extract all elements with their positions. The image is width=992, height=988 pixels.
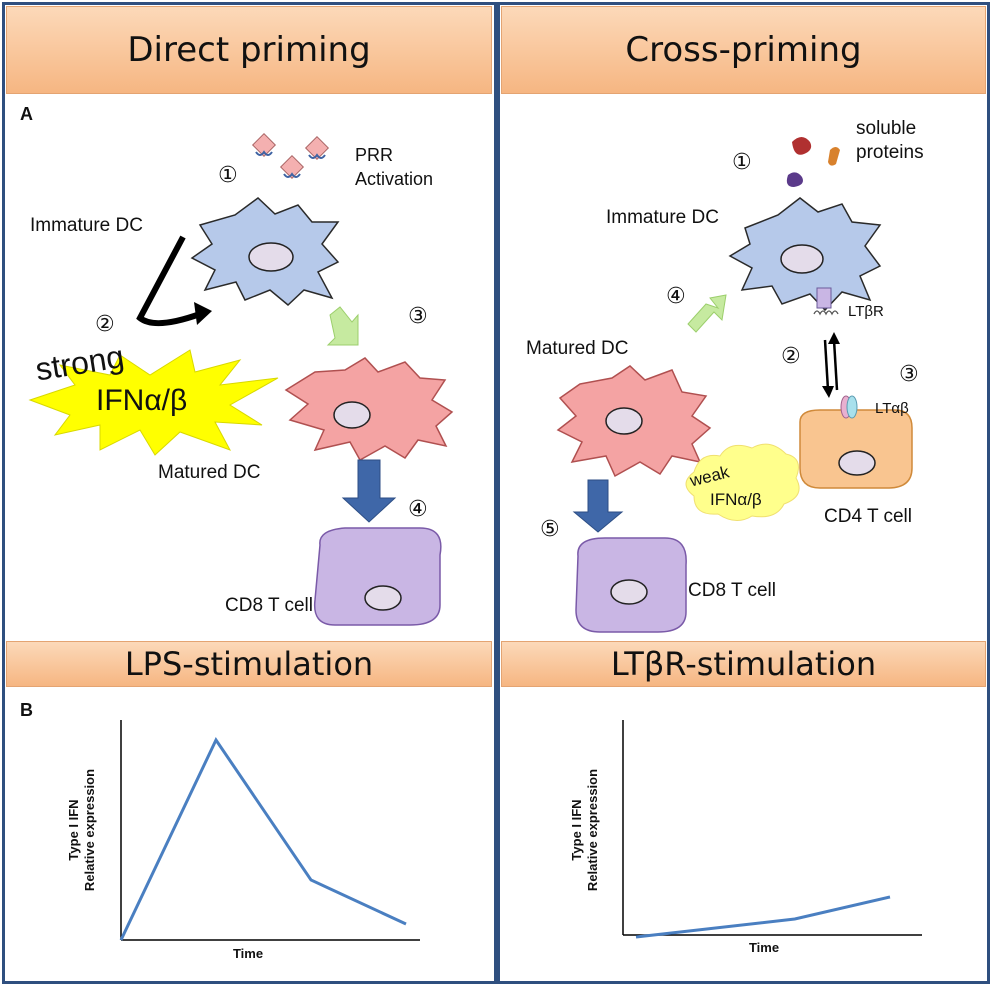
maturation-arrow	[326, 306, 359, 346]
step-1-marker: ①	[218, 163, 238, 188]
cd4-t-cell-label: CD4 T cell	[824, 506, 912, 527]
ifn-weak-label: IFNα/β	[710, 490, 762, 509]
step-2-marker: ②	[95, 312, 115, 337]
prr-activation-label: PRR Activation	[355, 145, 434, 190]
x-axis-label: Time	[749, 940, 779, 955]
matured-dc-label: Matured DC	[158, 462, 261, 483]
matured-dc-label: Matured DC	[526, 338, 629, 359]
lps-stimulation-header: LPS-stimulation	[6, 641, 492, 687]
ifn-cloud-weak	[685, 443, 800, 521]
y-axis-label-line1: Type I IFN	[569, 799, 584, 860]
ifn-burst-strong	[28, 349, 279, 456]
ltbr-stimulation-title: LTβR-stimulation	[610, 645, 877, 683]
step-3-marker: ③	[408, 304, 428, 329]
ltbr-label: LTβR	[848, 303, 884, 320]
ltab-label: LTαβ	[875, 400, 909, 417]
panel-letter-b: B	[20, 700, 33, 720]
step-2-marker: ②	[781, 344, 801, 369]
ifn-strong-label: IFNα/β	[96, 384, 188, 417]
direct-priming-panel	[2, 2, 497, 984]
y-axis-label-line1: Type I IFN	[66, 799, 81, 860]
panel-letter-a: A	[20, 104, 33, 124]
ltab-ligand	[840, 395, 858, 419]
prr-ligand-icons	[251, 132, 330, 180]
maturation-arrow	[687, 294, 727, 333]
soluble-proteins-label: soluble proteins	[856, 118, 924, 163]
ltbr-receptor	[813, 287, 839, 316]
cross-priming-title: Cross-priming	[625, 30, 862, 70]
lps-stimulation-title: LPS-stimulation	[124, 645, 374, 683]
x-axis-label: Time	[233, 946, 263, 961]
y-axis-label-line2: Relative expression	[82, 769, 97, 891]
step-3-marker: ③	[899, 362, 919, 387]
autocrine-arrow	[136, 235, 212, 327]
cd8-t-cell	[313, 527, 442, 626]
cd8-t-cell	[575, 537, 687, 633]
cd4-t-cell	[799, 409, 913, 489]
cross-priming-header: Cross-priming	[501, 6, 986, 94]
priming-arrow	[572, 479, 624, 533]
step-5-marker: ⑤	[540, 517, 560, 542]
matured-dc-cell	[556, 365, 712, 478]
cd8-t-cell-label: CD8 T cell	[225, 595, 313, 616]
immature-dc-cell	[728, 197, 882, 312]
immature-dc-label: Immature DC	[606, 207, 719, 228]
step-4-marker: ④	[408, 497, 428, 522]
step-1-marker: ①	[732, 150, 752, 175]
series-line	[119, 736, 407, 941]
interaction-arrows	[822, 332, 840, 398]
immature-dc-label: Immature DC	[30, 215, 143, 236]
cross-priming-panel	[497, 2, 990, 984]
ltbr-stimulation-header: LTβR-stimulation	[501, 641, 986, 687]
direct-priming-title: Direct priming	[127, 30, 371, 70]
step-4-marker: ④	[666, 284, 686, 309]
series-line	[635, 895, 891, 939]
direct-priming-header: Direct priming	[6, 6, 492, 94]
priming-arrow	[341, 459, 397, 523]
immature-dc-cell	[190, 197, 340, 307]
cd8-t-cell-label: CD8 T cell	[688, 580, 776, 601]
matured-dc-cell	[284, 357, 454, 462]
soluble-protein-icons	[786, 137, 840, 187]
y-axis-label-line2: Relative expression	[585, 769, 600, 891]
